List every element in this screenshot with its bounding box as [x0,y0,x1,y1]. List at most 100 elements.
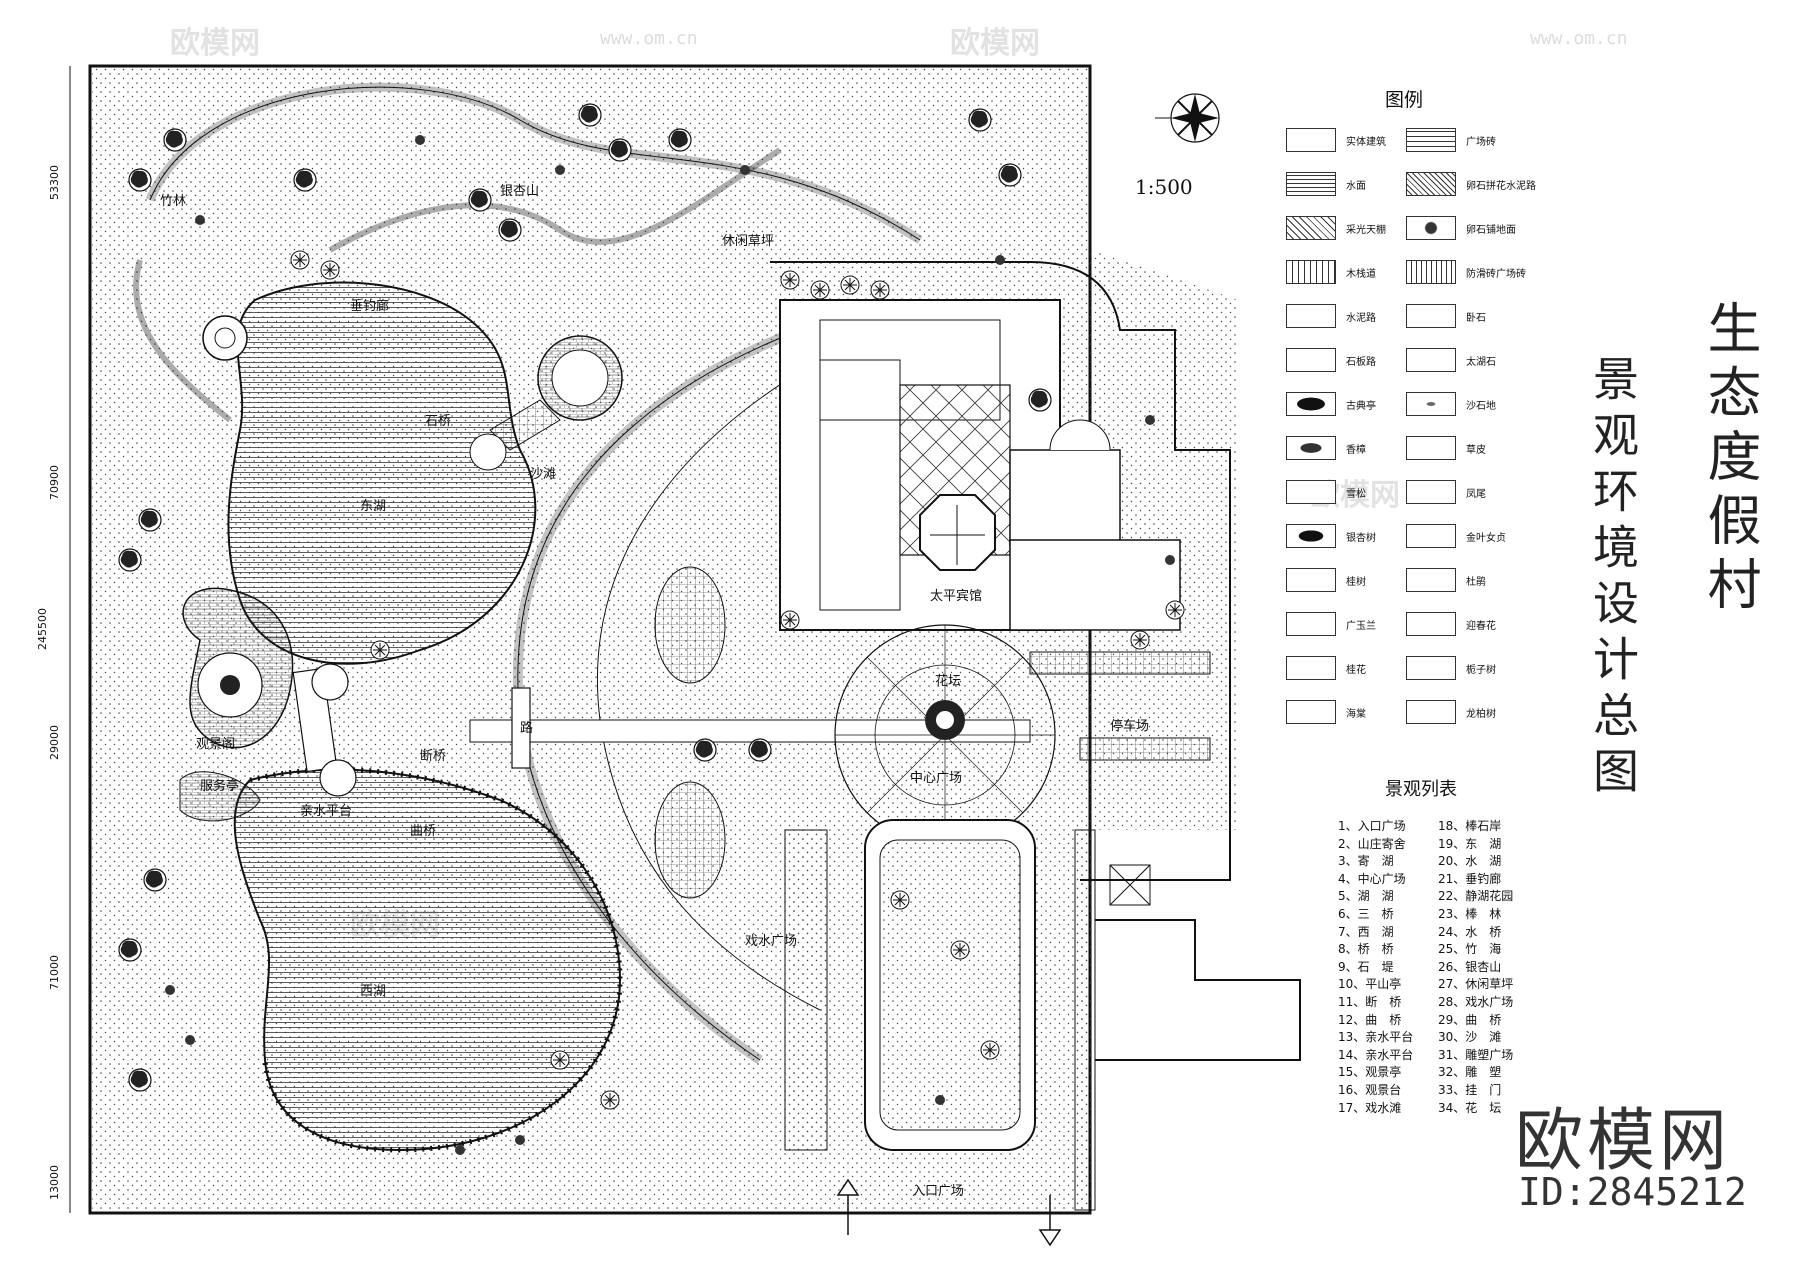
entrance-arrow-icon [836,1178,860,1235]
feature-item: 9、石 堤 [1338,959,1394,974]
east-lake [227,281,537,665]
map-label: 中心广场 [910,771,962,786]
legend-swatch [1406,568,1456,592]
legend-label: 石板路 [1346,357,1376,368]
asset-id: ID:2845212 [1518,1170,1747,1214]
map-label: 垂钓廊 [350,298,389,314]
map-label: 石桥 [425,414,451,429]
legend-title: 图例 [1385,89,1424,111]
legend-label: 卵石拼花水泥路 [1466,181,1536,192]
legend-label: 木栈道 [1346,269,1376,280]
parking-stalls [1029,651,1211,761]
feature-item: 4、中心广场 [1338,871,1406,886]
legend-label: 银杏树 [1346,533,1376,544]
map-label: 太平宾馆 [930,588,982,604]
map-label: 戏水广场 [745,934,797,949]
scale-label: 1:500 [1135,175,1193,199]
legend-swatch [1286,392,1336,416]
map-label: 亲水平台 [300,804,352,819]
legend-swatch [1406,436,1456,460]
legend-swatch [1406,392,1456,416]
legend-swatch [1406,656,1456,680]
dim-label: 71000 [48,955,61,990]
feature-item: 7、西 湖 [1338,924,1394,939]
feature-item: 30、沙 滩 [1438,1030,1502,1045]
legend-label: 广玉兰 [1346,621,1376,632]
feature-item: 31、雕塑广场 [1438,1047,1514,1062]
feature-item: 29、曲 桥 [1438,1012,1502,1027]
legend-label: 桂花 [1346,665,1366,676]
legend-label: 龙柏树 [1466,709,1496,720]
legend-label: 草皮 [1466,445,1486,456]
legend-swatch [1406,524,1456,548]
flower-bed-icon [925,700,965,740]
feature-item: 6、三 桥 [1338,906,1394,921]
legend-label: 桂树 [1346,577,1366,588]
feature-item: 1、入口广场 [1338,819,1406,833]
map-label: 竹林 [160,194,186,209]
feature-item: 10、平山亭 [1338,977,1402,992]
legend-swatch [1406,304,1456,328]
north-compass-icon [1155,93,1220,143]
legend-label: 防滑砖广场砖 [1466,269,1526,280]
legend-label: 杜鹃 [1466,577,1486,588]
feature-item: 23、棒 林 [1438,906,1502,921]
legend-label: 采光天棚 [1346,225,1386,236]
map-label: 入口广场 [912,1184,964,1199]
feature-item: 19、东 湖 [1438,836,1502,851]
feature-item: 24、水 桥 [1438,924,1502,939]
legend-label: 香樟 [1346,445,1366,456]
feature-item: 32、雕 塑 [1438,1065,1502,1080]
feature-item: 28、戏水广场 [1438,994,1514,1009]
feature-item: 5、湖 湖 [1338,889,1394,904]
legend-swatch [1286,656,1336,680]
legend-label: 实体建筑 [1346,137,1386,148]
legend-swatch [1286,128,1336,152]
feature-item: 8、桥 桥 [1338,942,1394,957]
feature-item: 2、山庄寄舍 [1338,836,1406,851]
map-label: 西湖 [360,984,386,999]
feature-item: 15、观景亭 [1338,1065,1402,1080]
feature-table-title: 景观列表 [1385,779,1457,800]
legend-swatch [1406,128,1456,152]
legend-swatch [1406,172,1456,196]
feature-item: 21、垂钓廊 [1438,871,1502,886]
feature-item: 34、花 坛 [1438,1100,1502,1115]
legend-swatch [1286,524,1336,548]
oval-garden [654,566,726,684]
legend-label: 水泥路 [1346,313,1376,324]
hotel-driveway [770,261,1231,881]
feature-item: 17、戏水滩 [1338,1100,1402,1115]
map-label: 沙滩 [530,467,556,482]
map-label: 服务亭 [200,778,239,794]
legend-swatch [1406,260,1456,284]
feature-item: 22、静湖花园 [1438,889,1514,904]
legend-swatch [1406,480,1456,504]
legend-swatch [1406,700,1456,724]
legend-label: 迎春花 [1466,621,1496,632]
legend-label: 金叶女贞 [1466,533,1506,544]
legend-label: 沙石地 [1466,401,1496,412]
feature-item: 16、观景台 [1338,1082,1402,1097]
south-east-block [1095,919,1301,1061]
oval-garden [654,781,726,899]
map-label: 观景阁 [196,737,235,752]
legend-swatch [1286,436,1336,460]
legend-swatch [1406,348,1456,372]
feature-item: 26、银杏山 [1438,959,1502,974]
map-label: 休闲草坪 [722,234,774,249]
feature-item: 20、水 湖 [1438,854,1502,869]
map-label: 银杏山 [500,184,539,199]
main-road [469,719,1031,743]
west-lake [233,768,622,1152]
legend-label: 海棠 [1346,709,1366,720]
map-label: 花坛 [935,673,961,689]
rose-garden-icon [202,315,248,361]
legend-swatch [1286,612,1336,636]
brand-logo-text: 欧模网 [1515,1102,1732,1181]
map-label: 停车场 [1110,718,1149,734]
map-label: 东湖 [360,499,386,514]
